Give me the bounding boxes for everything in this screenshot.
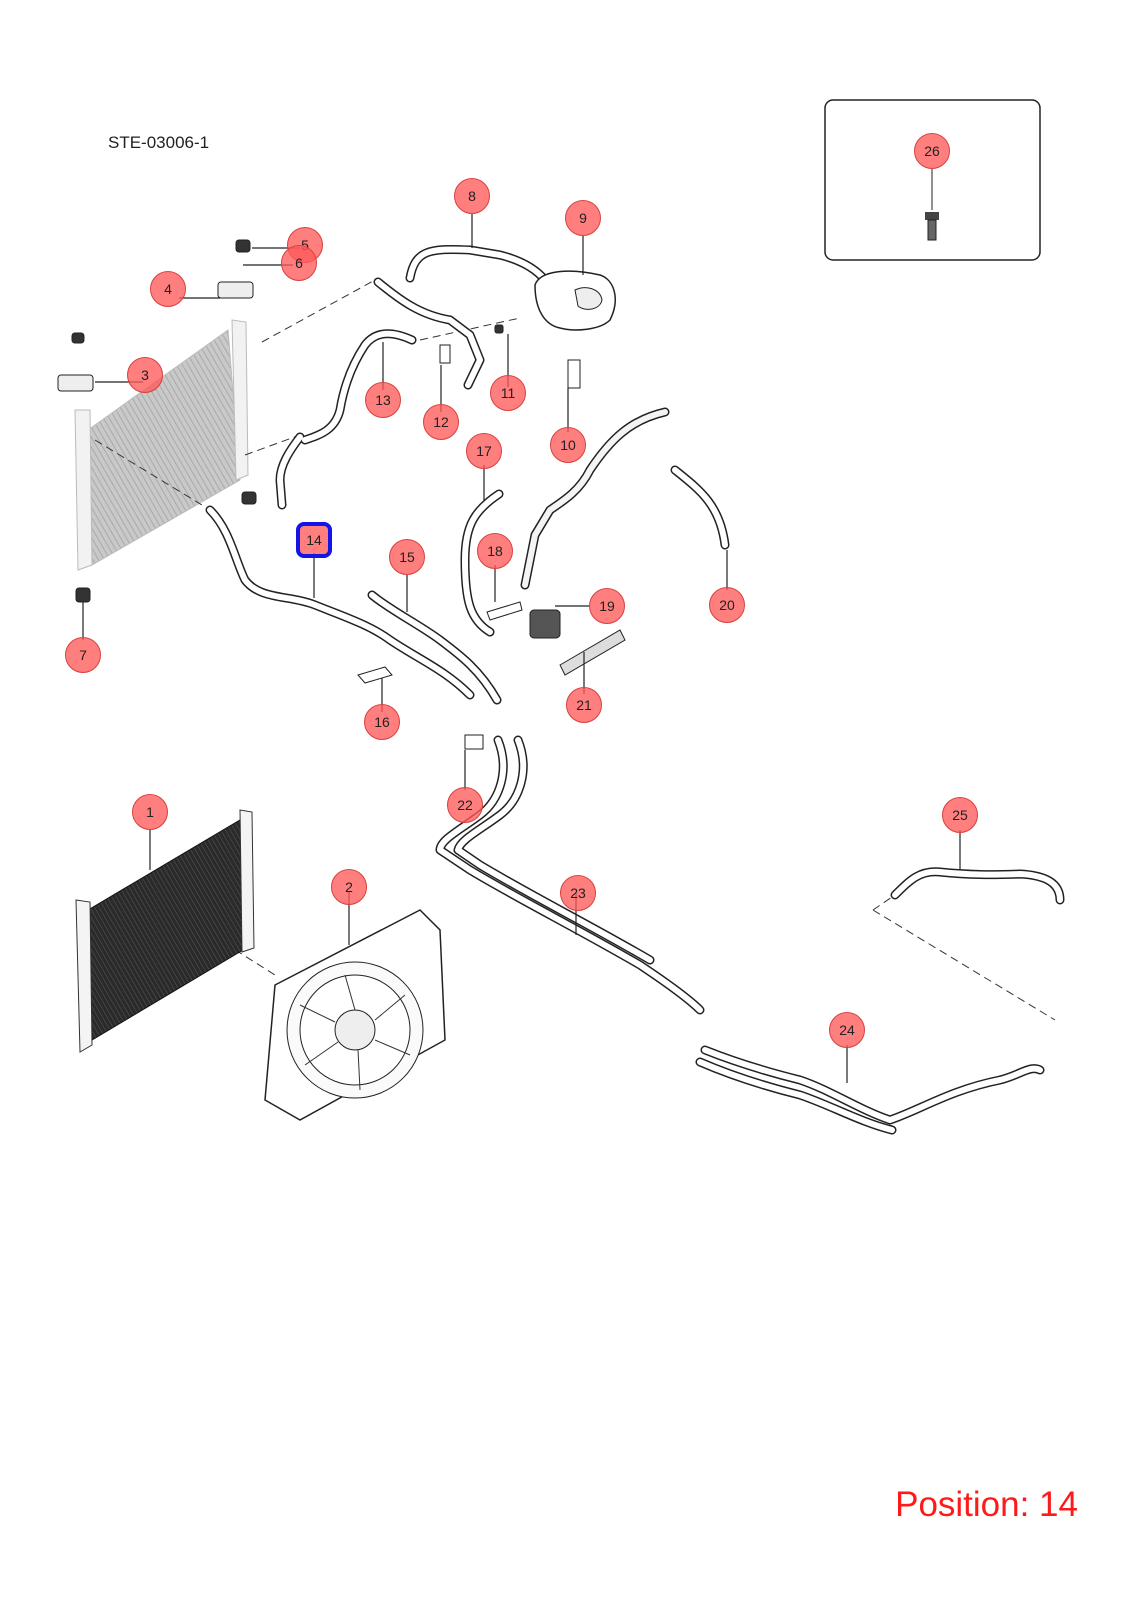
callout-6[interactable]: 6	[281, 245, 317, 281]
callout-9[interactable]: 9	[565, 200, 601, 236]
expansion-tank	[534, 270, 616, 389]
callout-23[interactable]: 23	[560, 875, 596, 911]
callout-13[interactable]: 13	[365, 382, 401, 418]
callout-25[interactable]: 25	[942, 797, 978, 833]
radiator-upper	[74, 319, 249, 571]
callout-20[interactable]: 20	[709, 587, 745, 623]
callout-2[interactable]: 2	[331, 869, 367, 905]
callout-3[interactable]: 3	[127, 357, 163, 393]
callout-19[interactable]: 19	[589, 588, 625, 624]
inset-box	[824, 99, 1041, 261]
callout-24[interactable]: 24	[829, 1012, 865, 1048]
callout-18[interactable]: 18	[477, 533, 513, 569]
position-label: Position: 14	[895, 1485, 1078, 1524]
callout-7[interactable]: 7	[65, 637, 101, 673]
callout-14[interactable]: 14	[296, 522, 332, 558]
fan-assembly	[264, 909, 446, 1121]
document-code: STE-03006-1	[108, 133, 210, 152]
callout-11[interactable]: 11	[490, 375, 526, 411]
brackets	[357, 344, 626, 750]
callout-15[interactable]: 15	[389, 539, 425, 575]
callout-12[interactable]: 12	[423, 404, 459, 440]
callout-10[interactable]: 10	[550, 427, 586, 463]
callout-21[interactable]: 21	[566, 687, 602, 723]
callout-8[interactable]: 8	[454, 178, 490, 214]
callout-16[interactable]: 16	[364, 704, 400, 740]
callout-4[interactable]: 4	[150, 271, 186, 307]
radiator-lower	[75, 809, 255, 1053]
callout-22[interactable]: 22	[447, 787, 483, 823]
mounts	[57, 239, 504, 603]
callout-17[interactable]: 17	[466, 433, 502, 469]
bolt-part-26	[925, 168, 939, 241]
callout-1[interactable]: 1	[132, 794, 168, 830]
hoses	[205, 244, 1065, 1135]
callout-26[interactable]: 26	[914, 133, 950, 169]
